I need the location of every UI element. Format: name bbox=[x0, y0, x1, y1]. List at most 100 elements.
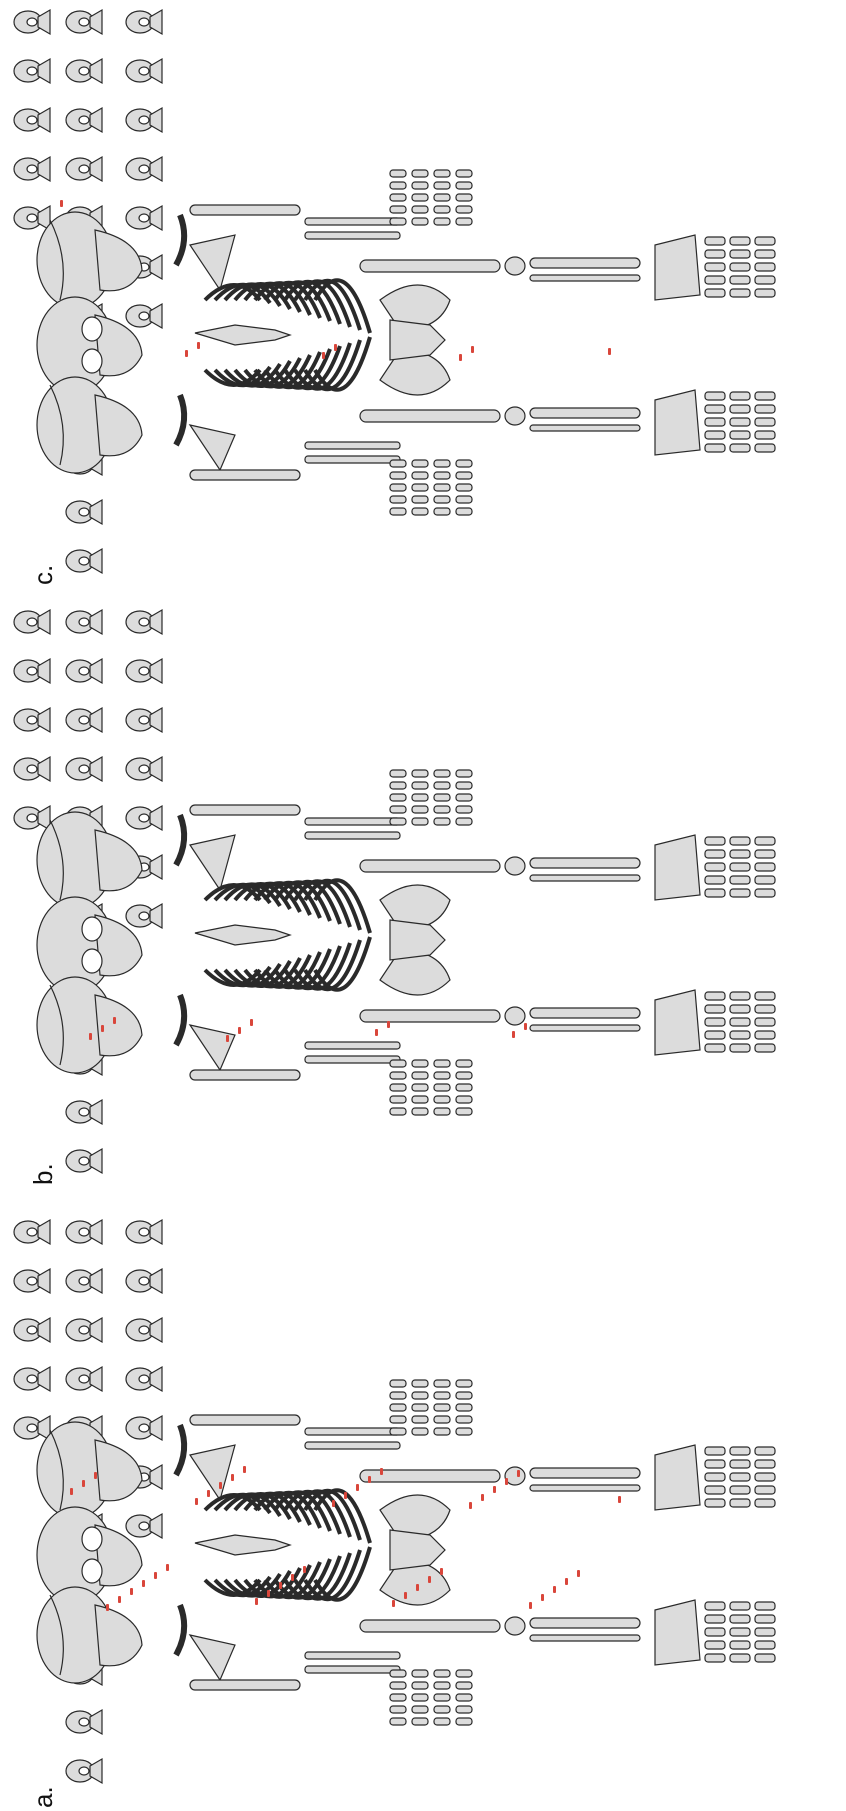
vertebral-foramen bbox=[139, 667, 149, 675]
hand-phalanx bbox=[434, 1072, 450, 1079]
vertebra-process bbox=[38, 659, 50, 683]
damage-mark bbox=[94, 1472, 97, 1479]
hand-phalanx bbox=[434, 496, 450, 503]
hand-phalanx bbox=[390, 1718, 406, 1725]
vertebral-foramen bbox=[79, 165, 89, 173]
foot-phalanx bbox=[705, 392, 725, 400]
vertebra-process bbox=[90, 1269, 102, 1293]
hand-phalanx bbox=[456, 818, 472, 825]
tarsals bbox=[655, 390, 700, 455]
hand-phalanx bbox=[456, 1108, 472, 1115]
foot-phalanx bbox=[705, 263, 725, 271]
femur-left bbox=[360, 860, 500, 872]
damage-mark bbox=[197, 342, 200, 349]
vertebral-foramen bbox=[27, 1326, 37, 1334]
ulna-left bbox=[305, 1442, 400, 1449]
vertebra-process bbox=[150, 1514, 162, 1538]
hand-phalanx bbox=[390, 1670, 406, 1677]
vertebra bbox=[66, 1759, 102, 1783]
hand-phalanx bbox=[412, 1096, 428, 1103]
fibula-left bbox=[530, 275, 640, 281]
sacrum bbox=[390, 1530, 445, 1570]
vertebra-process bbox=[90, 708, 102, 732]
hand-phalanx bbox=[412, 182, 428, 189]
damage-mark bbox=[231, 1474, 234, 1481]
femur-right bbox=[360, 410, 500, 422]
tibia-right bbox=[530, 1618, 640, 1628]
damage-mark bbox=[440, 1568, 443, 1575]
damage-mark bbox=[577, 1570, 580, 1577]
vertebra bbox=[14, 1416, 50, 1440]
vertebral-foramen bbox=[79, 716, 89, 724]
hand-phalanx bbox=[456, 194, 472, 201]
vertebral-foramen bbox=[27, 116, 37, 124]
hand-phalanx bbox=[390, 508, 406, 515]
vertebral-foramen bbox=[79, 1277, 89, 1285]
hand-phalanx bbox=[390, 1380, 406, 1387]
vertebral-foramen bbox=[79, 1767, 89, 1775]
hand-phalanx bbox=[434, 794, 450, 801]
vertebra bbox=[126, 1318, 162, 1342]
damage-mark bbox=[166, 1564, 169, 1571]
hand-phalanx bbox=[390, 818, 406, 825]
vertebral-foramen bbox=[139, 214, 149, 222]
hand-phalanx bbox=[390, 460, 406, 467]
damage-mark bbox=[226, 1035, 229, 1042]
vertebra-process bbox=[38, 1367, 50, 1391]
hand-phalanx bbox=[412, 794, 428, 801]
damage-mark bbox=[106, 1604, 109, 1611]
foot-phalanx bbox=[755, 1602, 775, 1610]
vertebra bbox=[126, 1220, 162, 1244]
hand-phalanx bbox=[412, 170, 428, 177]
orbit-right bbox=[82, 349, 102, 373]
scapula-left bbox=[190, 835, 235, 890]
vertebra-process bbox=[38, 157, 50, 181]
ulna-left bbox=[305, 832, 400, 839]
vertebra bbox=[14, 757, 50, 781]
vertebra-process bbox=[38, 610, 50, 634]
damage-mark bbox=[512, 1031, 515, 1038]
hand-phalanx bbox=[434, 818, 450, 825]
vertebra-process bbox=[150, 206, 162, 230]
hand-phalanx bbox=[412, 1380, 428, 1387]
damage-mark bbox=[529, 1602, 532, 1609]
femur-right bbox=[360, 1620, 500, 1632]
damage-mark bbox=[356, 1484, 359, 1491]
foot-phalanx bbox=[730, 1473, 750, 1481]
foot-phalanx bbox=[730, 263, 750, 271]
orbit-right bbox=[82, 1559, 102, 1583]
panel-a-skeleton bbox=[14, 1220, 775, 1783]
humerus-left bbox=[190, 205, 300, 215]
hand-phalanx bbox=[390, 1096, 406, 1103]
vertebra bbox=[66, 1318, 102, 1342]
foot-phalanx bbox=[755, 1615, 775, 1623]
panel-label-a: a. bbox=[28, 1786, 59, 1808]
hand-phalanx bbox=[390, 484, 406, 491]
damage-mark bbox=[459, 354, 462, 361]
foot-phalanx bbox=[730, 431, 750, 439]
orbit-right bbox=[82, 949, 102, 973]
vertebra-process bbox=[150, 108, 162, 132]
ulna-right bbox=[305, 456, 400, 463]
foot-phalanx bbox=[730, 1628, 750, 1636]
hand-phalanx bbox=[456, 1060, 472, 1067]
vertebra bbox=[14, 206, 50, 230]
tibia-left bbox=[530, 1468, 640, 1478]
foot-phalanx bbox=[705, 1031, 725, 1039]
femur-left bbox=[360, 260, 500, 272]
hand-phalanx bbox=[456, 218, 472, 225]
foot-phalanx bbox=[755, 1628, 775, 1636]
hand-phalanx bbox=[412, 1428, 428, 1435]
mandible bbox=[95, 395, 142, 456]
hand-phalanx bbox=[456, 1096, 472, 1103]
vertebral-foramen bbox=[79, 1157, 89, 1165]
hand-phalanx bbox=[434, 1694, 450, 1701]
hand-phalanx bbox=[390, 794, 406, 801]
vertebral-foramen bbox=[27, 618, 37, 626]
vertebra-process bbox=[90, 157, 102, 181]
fibula-right bbox=[530, 1025, 640, 1031]
vertebral-foramen bbox=[139, 618, 149, 626]
hand-phalanx bbox=[412, 1670, 428, 1677]
damage-mark bbox=[404, 1592, 407, 1599]
humerus-right bbox=[190, 1680, 300, 1690]
